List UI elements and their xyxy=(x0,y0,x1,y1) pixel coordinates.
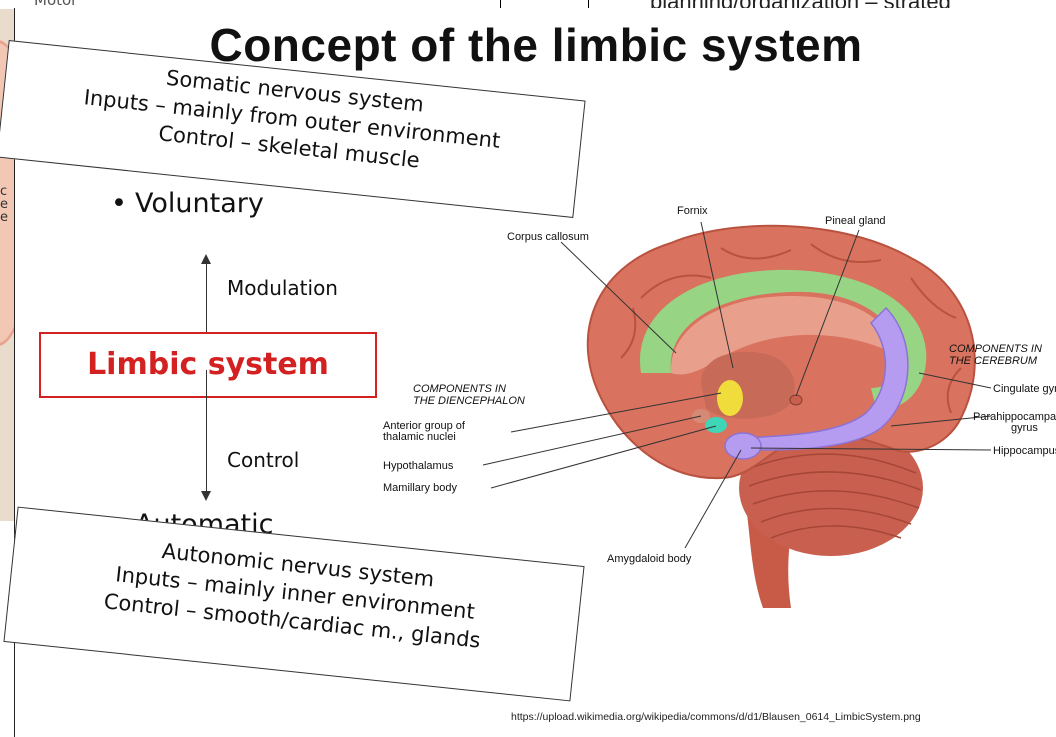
control-arrow xyxy=(206,370,207,496)
image-source-url[interactable]: https://upload.wikimedia.org/wikipedia/c… xyxy=(511,711,921,723)
cingulate-gyrus-label: Cingulate gyrus xyxy=(993,383,1056,395)
mamillary-body-label: Mamillary body xyxy=(383,482,457,494)
anterior-thalamic-nuclei xyxy=(717,380,743,416)
parahippocampal-gyrus-label: gyrus xyxy=(1011,422,1038,434)
pineal-gland xyxy=(790,395,802,405)
control-label: Control xyxy=(227,448,299,472)
voluntary-bullet: •Voluntary xyxy=(111,188,264,219)
diencephalon xyxy=(701,352,795,419)
amygdala xyxy=(725,433,761,459)
amygdaloid-body-label: Amygdaloid body xyxy=(607,553,692,565)
bullet-dot: • xyxy=(111,188,135,219)
cerebrum-heading: THE CEREBRUM xyxy=(949,355,1038,367)
diencephalon-heading: COMPONENTS IN xyxy=(413,383,506,395)
background-text-fragment: c e e xyxy=(0,185,12,224)
cerebrum-heading: COMPONENTS IN xyxy=(949,343,1042,355)
pineal-gland-label: Pineal gland xyxy=(825,215,886,227)
slide: Concept of the limbic system xyxy=(14,8,1056,737)
arrow-down-icon xyxy=(201,491,211,501)
modulation-label: Modulation xyxy=(227,276,338,300)
limbic-system-box: Limbic system xyxy=(39,332,377,398)
limbic-system-brain-illustration: Corpus callosum Fornix Pineal gland COMP… xyxy=(371,188,1056,608)
modulation-arrow xyxy=(206,262,207,338)
voluntary-text: Voluntary xyxy=(135,188,264,219)
anterior-group-label: thalamic nuclei xyxy=(383,431,456,443)
fornix-label: Fornix xyxy=(677,205,708,217)
hypothalamus-label: Hypothalamus xyxy=(383,460,454,472)
diencephalon-heading: THE DIENCEPHALON xyxy=(413,395,525,407)
hippocampus-label: Hippocampus xyxy=(993,445,1056,457)
corpus-callosum-label: Corpus callosum xyxy=(507,231,589,243)
